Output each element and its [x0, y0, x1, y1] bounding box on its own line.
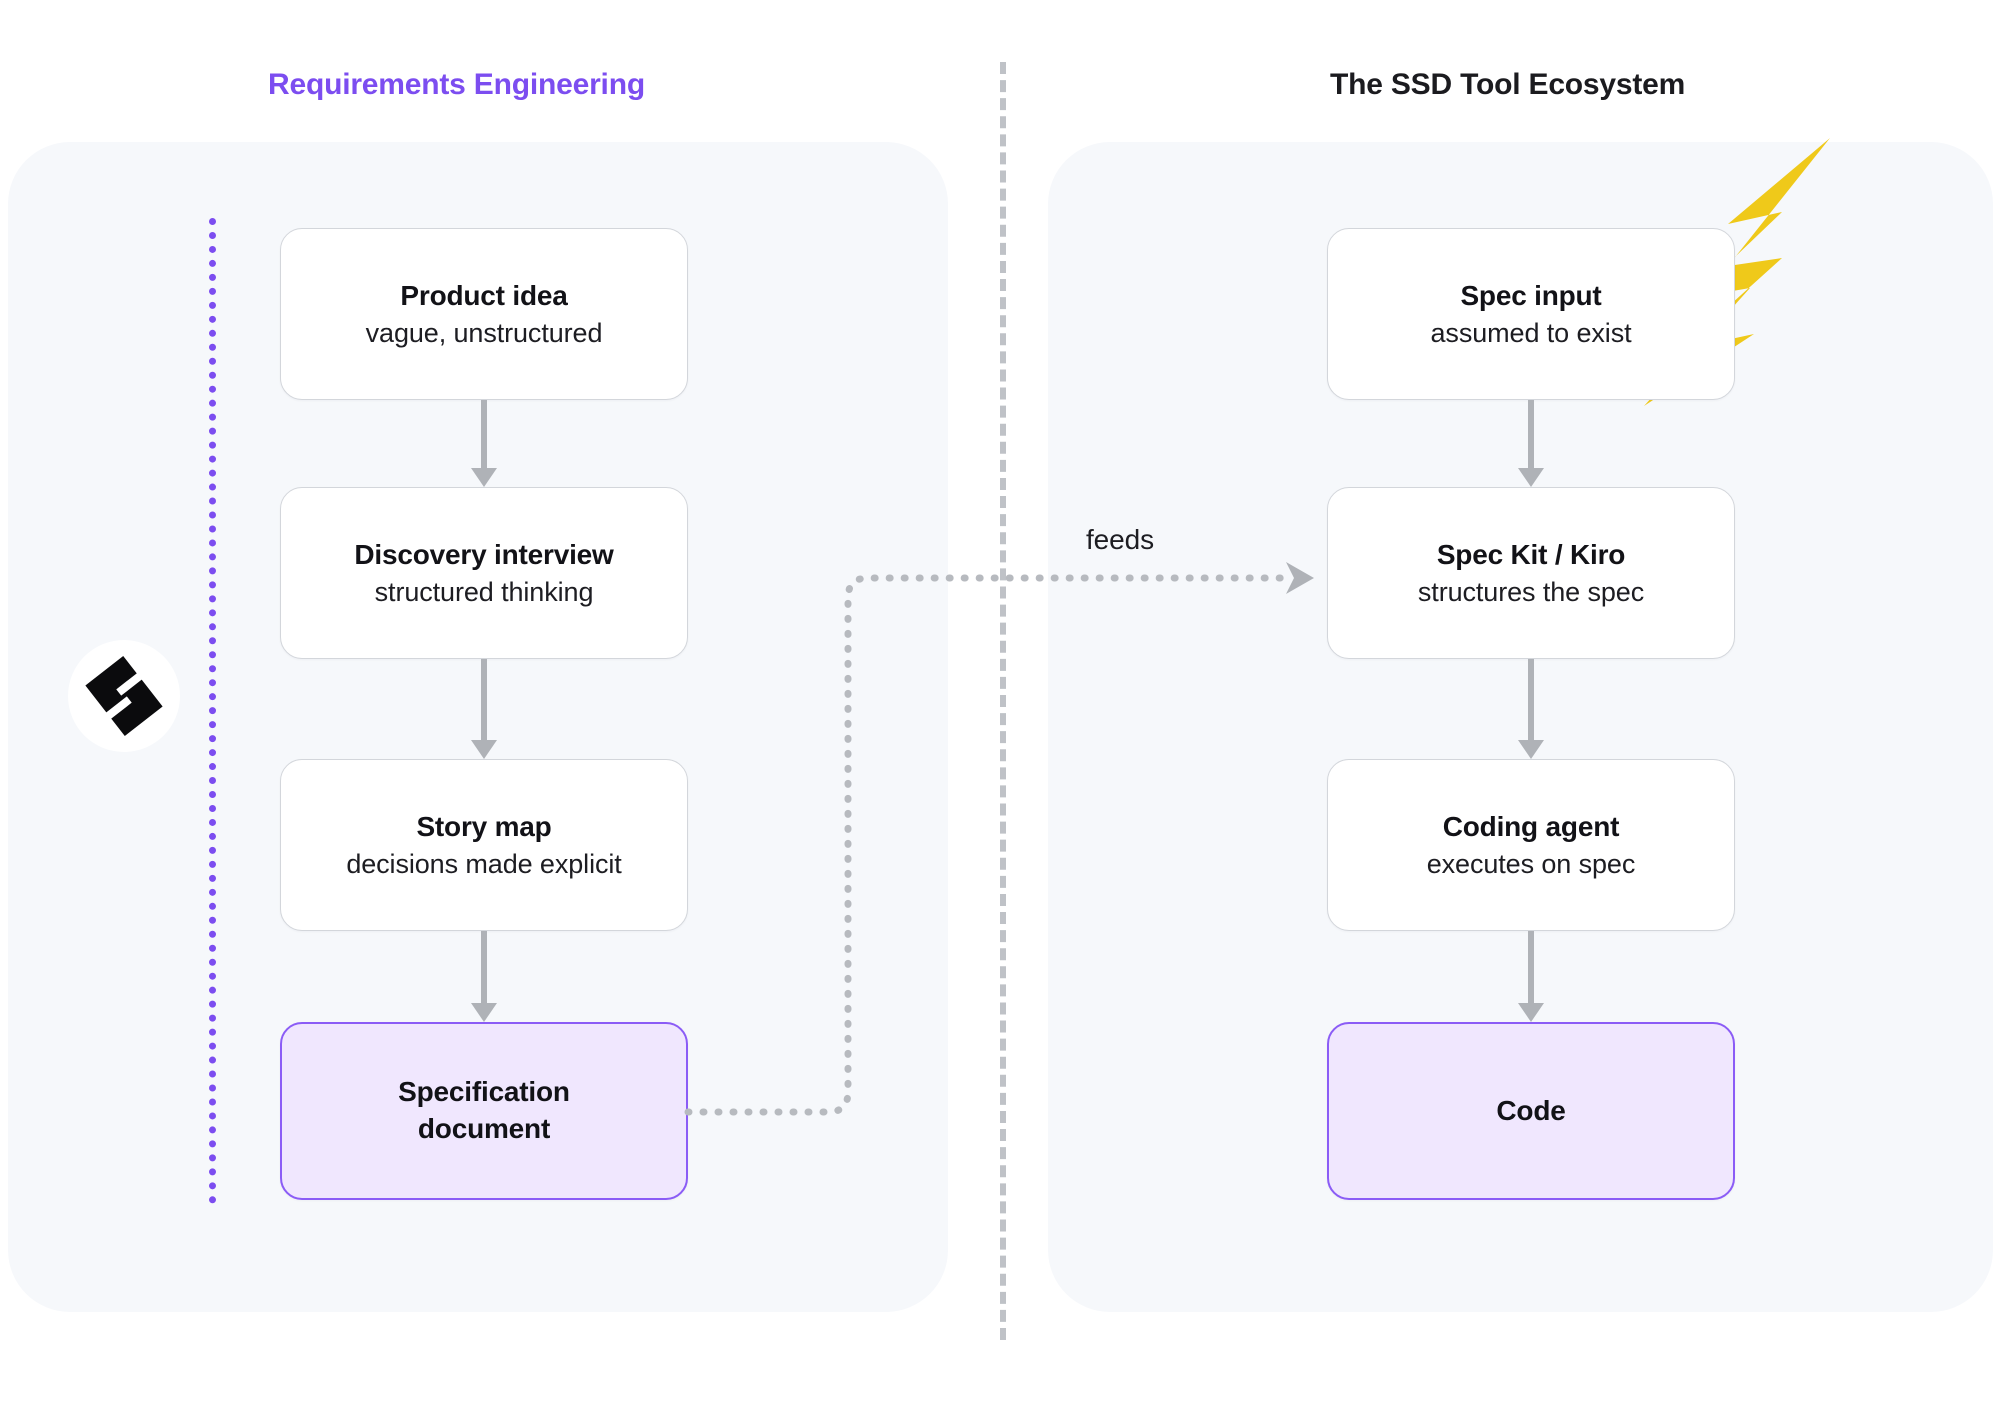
- node-story-map[interactable]: Story map decisions made explicit: [280, 759, 688, 931]
- node-code[interactable]: Code: [1327, 1022, 1735, 1200]
- arrow-stem: [481, 400, 487, 468]
- node-title-line2: document: [417, 1113, 551, 1144]
- arrow-head: [471, 740, 497, 759]
- arrow-product-idea-to-discovery: [471, 400, 497, 487]
- arrow-stem: [481, 931, 487, 1003]
- spec-s-logo-icon: [68, 640, 180, 752]
- node-subtitle: structured thinking: [374, 577, 594, 608]
- arrow-story-map-to-spec-doc: [471, 931, 497, 1022]
- arrow-spec-input-to-spec-kit: [1518, 400, 1544, 487]
- node-subtitle: assumed to exist: [1430, 318, 1632, 349]
- arrow-stem: [1528, 400, 1534, 468]
- purple-dotted-rail: [209, 218, 216, 1204]
- arrow-discovery-to-story-map: [471, 659, 497, 759]
- arrow-stem: [481, 659, 487, 740]
- arrow-stem: [1528, 931, 1534, 1003]
- node-specification-document[interactable]: Specification document: [280, 1022, 688, 1200]
- node-spec-kit-kiro[interactable]: Spec Kit / Kiro structures the spec: [1327, 487, 1735, 659]
- arrow-head: [471, 468, 497, 487]
- node-spec-input[interactable]: Spec input assumed to exist: [1327, 228, 1735, 400]
- node-subtitle: executes on spec: [1426, 849, 1636, 880]
- left-column-title: Requirements Engineering: [268, 68, 645, 101]
- arrow-head: [1518, 1003, 1544, 1022]
- node-title: Product idea: [400, 279, 568, 311]
- node-discovery-interview[interactable]: Discovery interview structured thinking: [280, 487, 688, 659]
- arrow-head: [1518, 740, 1544, 759]
- node-title-line1: Specification: [398, 1076, 570, 1108]
- node-title: Discovery interview: [354, 538, 614, 570]
- node-subtitle: decisions made explicit: [346, 849, 622, 880]
- node-title: Spec input: [1460, 279, 1602, 311]
- node-product-idea[interactable]: Product idea vague, unstructured: [280, 228, 688, 400]
- arrow-coding-agent-to-code: [1518, 931, 1544, 1022]
- node-subtitle: vague, unstructured: [365, 318, 603, 349]
- arrow-head: [471, 1003, 497, 1022]
- node-title: Spec Kit / Kiro: [1436, 538, 1626, 570]
- connector-label-feeds: feeds: [1086, 524, 1154, 555]
- right-column-title: The SSD Tool Ecosystem: [1330, 68, 1686, 101]
- node-title: Coding agent: [1442, 810, 1620, 842]
- arrow-spec-kit-to-coding-agent: [1518, 659, 1544, 759]
- node-title: Story map: [416, 810, 552, 842]
- arrow-head: [1518, 468, 1544, 487]
- node-title: Code: [1496, 1094, 1566, 1126]
- arrow-stem: [1528, 659, 1534, 740]
- center-divider: [1000, 62, 1006, 1340]
- node-coding-agent[interactable]: Coding agent executes on spec: [1327, 759, 1735, 931]
- node-subtitle: structures the spec: [1417, 577, 1645, 608]
